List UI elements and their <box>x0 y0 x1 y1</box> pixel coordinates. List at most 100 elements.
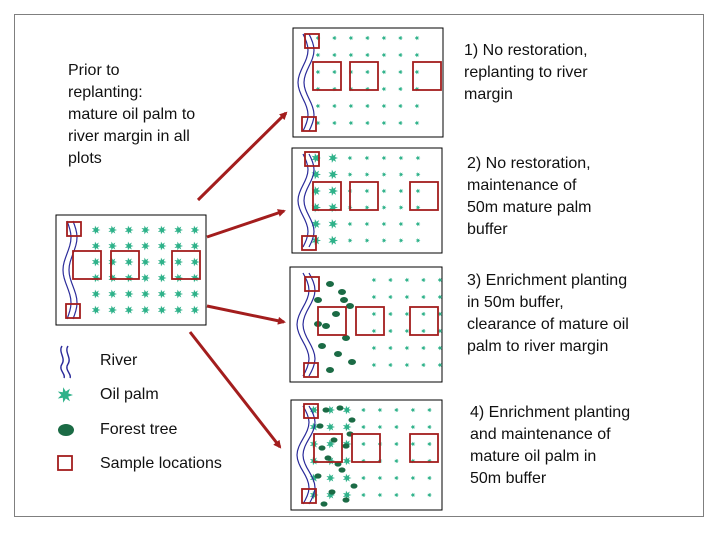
oil-palm-icon <box>398 52 403 58</box>
oil-palm-icon <box>342 405 352 415</box>
sample-location-icon <box>313 433 343 463</box>
oil-palm-icon <box>364 205 370 210</box>
scenario-line: mature oil palm in <box>470 448 597 465</box>
oil-palm-icon <box>415 238 421 243</box>
oil-palm-icon <box>348 103 354 109</box>
river-line <box>296 405 310 505</box>
oil-palm-icon <box>381 155 387 161</box>
sample-location-icon <box>72 250 102 280</box>
oil-palm-icon <box>91 305 101 315</box>
forest-tree-icon <box>342 335 350 341</box>
forest-tree-icon <box>318 343 326 349</box>
oil-palm-icon <box>381 86 387 92</box>
oil-palm-icon <box>371 362 377 368</box>
oil-palm-icon <box>398 155 404 161</box>
forest-tree-icon <box>336 405 344 411</box>
oil-palm-icon <box>371 345 377 351</box>
oil-palm-icon <box>437 328 443 334</box>
oil-palm-icon <box>174 225 183 235</box>
oil-palm-icon <box>398 86 403 92</box>
oil-palm-icon <box>141 273 150 283</box>
oil-palm-icon <box>410 441 416 447</box>
plot-border <box>291 147 443 254</box>
oil-palm-icon <box>174 305 183 315</box>
oil-palm-icon <box>381 35 387 41</box>
oil-palm-icon <box>328 235 338 246</box>
forest-tree-icon <box>340 297 348 303</box>
oil-palm-icon <box>364 238 370 243</box>
oil-palm-icon <box>364 172 370 177</box>
oil-palm-icon <box>326 439 335 449</box>
oil-palm-icon <box>326 422 335 432</box>
oil-palm-icon <box>174 257 183 267</box>
oil-palm-icon <box>315 69 321 75</box>
oil-palm-icon <box>190 225 200 235</box>
oil-palm-icon <box>394 407 399 413</box>
river-line <box>303 153 315 248</box>
oil-palm-icon <box>141 225 150 235</box>
oil-palm-icon <box>124 225 134 235</box>
oil-palm-icon <box>91 273 101 283</box>
oil-palm-icon <box>108 289 117 299</box>
oil-palm-icon <box>311 186 321 196</box>
sample-location-legend-icon <box>57 455 73 471</box>
prior-line: mature oil palm to <box>68 106 196 123</box>
oil-palm-icon <box>371 328 377 334</box>
sample-location-icon <box>301 235 317 251</box>
oil-palm-icon <box>365 35 370 41</box>
oil-palm-icon <box>437 277 443 283</box>
scenario-line: 3) Enrichment planting <box>467 272 628 289</box>
oil-palm-icon <box>371 311 377 317</box>
oil-palm-icon <box>124 241 134 251</box>
arrow-to-scenario-1 <box>196 111 288 202</box>
oil-palm-icon <box>326 456 335 466</box>
oil-palm-icon <box>388 362 393 368</box>
scenario-2-plot <box>291 147 443 254</box>
oil-palm-icon <box>371 277 377 283</box>
scenario-2-label: 2) No restoration, maintenance of 50m ma… <box>467 153 592 241</box>
oil-palm-icon <box>348 120 354 126</box>
oil-palm-icon <box>157 241 167 251</box>
oil-palm-icon <box>348 69 354 75</box>
oil-palm-icon <box>414 120 420 126</box>
sample-location-icon <box>412 61 442 91</box>
oil-palm-icon <box>361 492 366 498</box>
forest-tree-icon <box>324 455 332 461</box>
sample-location-icon <box>301 116 317 132</box>
oil-palm-icon <box>332 86 337 92</box>
oil-palm-icon <box>427 407 432 413</box>
forest-tree-icon <box>348 417 356 423</box>
forest-tree-icon <box>348 359 356 365</box>
prior-line: replanting: <box>68 84 143 101</box>
scenario-1-label: 1) No restoration, replanting to river m… <box>464 40 588 106</box>
scenario-line: buffer <box>467 221 508 238</box>
oil-palm-icon <box>91 289 101 299</box>
sample-location-icon <box>349 181 379 211</box>
arrow-to-scenario-2 <box>206 209 286 239</box>
oil-palm-icon <box>437 311 443 317</box>
oil-palm-icon <box>124 257 134 267</box>
scenario-line: clearance of mature oil <box>467 316 629 333</box>
oil-palm-icon <box>404 362 410 368</box>
oil-palm-icon <box>311 169 321 180</box>
sample-location-icon <box>110 250 140 280</box>
oil-palm-icon <box>381 205 387 210</box>
oil-palm-icon <box>190 273 200 283</box>
scenario-line: in 50m buffer, <box>467 294 564 311</box>
oil-palm-icon <box>315 52 321 58</box>
oil-palm-icon <box>398 120 403 126</box>
oil-palm-icon <box>414 69 420 75</box>
sample-location-icon <box>171 250 201 280</box>
sample-location-icon <box>65 303 81 319</box>
oil-palm-icon <box>398 69 403 75</box>
oil-palm-icon <box>141 257 150 267</box>
oil-palm-icon <box>364 188 370 194</box>
oil-palm-icon <box>326 473 335 483</box>
legend-oil-palm-label: Oil palm <box>100 386 159 403</box>
sample-location-icon <box>66 221 82 237</box>
sample-location-icon <box>301 488 317 504</box>
forest-tree-icon <box>330 437 338 443</box>
scenario-4-plot <box>290 399 443 511</box>
oil-palm-icon <box>348 52 354 58</box>
oil-palm-icon <box>157 225 167 235</box>
